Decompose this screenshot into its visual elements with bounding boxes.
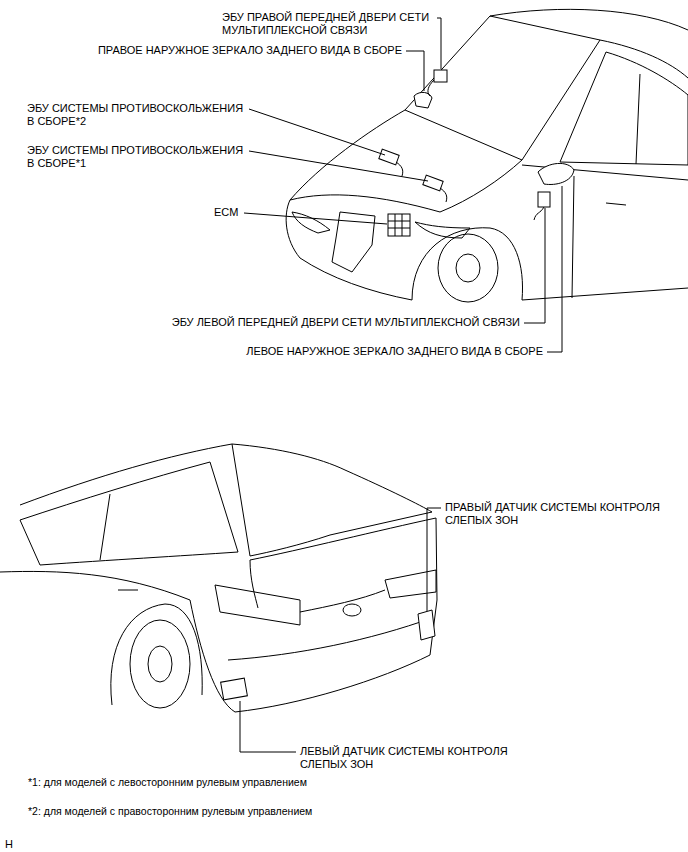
wheel-arch [111, 604, 202, 705]
taillight [385, 570, 436, 598]
door-handle [606, 203, 626, 205]
hood-front [290, 195, 440, 212]
wheel-hub [456, 254, 480, 282]
bumper [286, 200, 412, 300]
bsm-sensor [221, 678, 248, 700]
wire [428, 80, 434, 96]
hood-edge [290, 110, 405, 200]
windshield [405, 16, 600, 160]
wire [396, 162, 403, 176]
part-label: ЭБУ ЛЕВОЙ ПЕРЕДНЕЙ ДВЕРИ СЕТИ МУЛЬТИПЛЕК… [172, 316, 520, 329]
pillar [636, 74, 640, 164]
ecm-unit [388, 214, 410, 236]
leader-line [437, 18, 441, 69]
part-label: ECM [214, 206, 238, 219]
wire [440, 188, 447, 202]
front-wheel [438, 234, 498, 302]
door-edge [572, 176, 574, 298]
side-window [20, 462, 238, 565]
leader-line [249, 109, 385, 155]
roof-line [20, 444, 232, 505]
roof-edge [600, 40, 688, 78]
trunk-line [300, 590, 385, 612]
leader-line [249, 151, 428, 181]
figure-code: H [5, 838, 13, 851]
leader-line [427, 508, 441, 611]
taillight [215, 585, 300, 625]
wire [534, 207, 544, 220]
ecm-grid [388, 214, 410, 236]
part-label: ЛЕВЫЙ ДАТЧИК СИСТЕМЫ КОНТРОЛЯ СЛЕПЫХ ЗОН [300, 745, 511, 771]
rear-wheel [130, 620, 190, 708]
body-side [0, 571, 190, 600]
sill [522, 288, 688, 300]
part-label: ЭБУ ПРАВОЙ ПЕРЕДНЕЙ ДВЕРИ СЕТИ МУЛЬТИПЛЕ… [222, 11, 433, 37]
headlight [292, 212, 330, 233]
rear-car [0, 444, 437, 712]
fender-crest [440, 160, 522, 212]
leader-line [547, 186, 562, 352]
rear-window [232, 444, 432, 556]
leader-line [524, 208, 545, 323]
bumper [190, 600, 437, 712]
leader-lines [240, 18, 562, 752]
leader-line [244, 213, 387, 224]
mirror [538, 163, 574, 184]
bsm-sensor [418, 610, 435, 640]
trunk-side [250, 560, 258, 608]
footnote: *2: для моделей с правосторонним рулевым… [28, 805, 312, 818]
door-ecu [538, 192, 550, 207]
bumper-line [228, 618, 432, 660]
wheel-hub [148, 646, 172, 682]
leader-line [240, 701, 296, 752]
emblem [343, 604, 361, 616]
door-ecu [434, 70, 447, 82]
pillar [100, 494, 110, 560]
part-label: ЭБУ СИСТЕМЫ ПРОТИВОСКОЛЬЖЕНИЯ В СБОРЕ*1 [27, 144, 247, 170]
leader-line [406, 51, 424, 91]
part-label: ПРАВЫЙ ДАТЧИК СИСТЕМЫ КОНТРОЛЯ СЛЕПЫХ ЗО… [445, 501, 663, 527]
part-label: ЭБУ СИСТЕМЫ ПРОТИВОСКОЛЬЖЕНИЯ В СБОРЕ*2 [27, 102, 247, 128]
footnote: *1: для моделей с левосторонним рулевым … [28, 776, 307, 789]
side-window [560, 52, 688, 165]
roof-line [490, 9, 688, 30]
part-label: ПРАВОЕ НАРУЖНОЕ ЗЕРКАЛО ЗАДНЕГО ВИДА В С… [98, 44, 402, 57]
trunk-edge [250, 518, 436, 560]
door-handle [118, 590, 138, 591]
wheel-arch [412, 228, 523, 300]
part-label: ЛЕВОЕ НАРУЖНОЕ ЗЕРКАЛО ЗАДНЕГО ВИДА В СБ… [246, 345, 543, 358]
